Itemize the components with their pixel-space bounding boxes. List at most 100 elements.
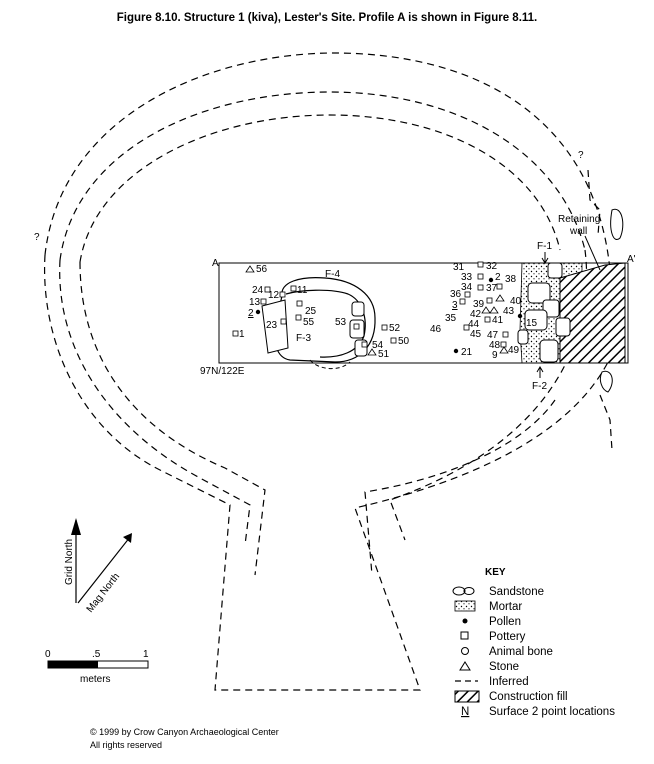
point-label: 48 (489, 340, 501, 351)
key-label-sandstone: Sandstone (489, 586, 544, 598)
point-label: 23 (266, 320, 278, 331)
key-label-animal-bone: Animal bone (489, 646, 553, 658)
pottery-marker (496, 283, 503, 290)
scale-unit-label: meters (80, 674, 111, 685)
point-label: 37 (486, 283, 498, 294)
mag-north-label: Mag North (85, 571, 122, 615)
point-label: 1 (239, 329, 245, 340)
sandstone-blocks (517, 262, 571, 363)
point-label: 50 (398, 336, 410, 347)
inner-wall-ring (79, 114, 561, 263)
pollen-marker (517, 313, 523, 319)
inner-wall-ring-right (364, 399, 556, 576)
middle-wall-ring-lower (59, 259, 251, 546)
pottery-marker (264, 286, 271, 293)
point-label: 46 (430, 324, 442, 335)
outer-wall-ring (44, 52, 611, 271)
point-label: 49 (508, 345, 520, 356)
legend-key: KEY Sandstone Mortar Pollen Pottery Anim… (452, 567, 615, 718)
point-label: 52 (389, 323, 401, 334)
point-label: 35 (445, 313, 457, 324)
pottery-marker (290, 285, 297, 292)
point-label: 31 (453, 262, 465, 273)
feature-f1-label: F-1 (537, 241, 552, 252)
mortar-symbol (454, 600, 476, 612)
pottery-marker (279, 291, 286, 298)
pottery-marker (502, 331, 509, 338)
feature-f2-label: F-2 (532, 381, 547, 392)
retaining-wall-leader (584, 235, 601, 271)
point-label: 2 (495, 272, 501, 283)
construction-fill-symbol (454, 690, 480, 703)
key-label-stone: Stone (489, 661, 519, 673)
point-label: 12 (268, 290, 280, 301)
stone-marker (499, 346, 509, 354)
right-wall-stones (599, 208, 624, 393)
grid-corner-label: 97N/122E (200, 366, 245, 377)
pollen-marker (255, 309, 261, 315)
pottery-marker (390, 337, 397, 344)
point-label: 21 (461, 347, 473, 358)
point-label: 45 (470, 329, 482, 340)
point-label: 51 (378, 349, 390, 360)
point-label: 38 (505, 274, 517, 285)
key-label-mortar: Mortar (489, 601, 522, 613)
point-label: 9 (492, 350, 498, 361)
pottery-marker (500, 341, 507, 348)
pottery-marker (486, 297, 493, 304)
key-label-inferred: Inferred (489, 676, 529, 688)
pottery-marker (280, 318, 287, 325)
inferred-right-wall (587, 169, 601, 236)
point-label: 32 (486, 261, 498, 272)
middle-wall-ring-right (389, 249, 588, 541)
profile-a-label: A (212, 258, 219, 269)
retaining-wall-label-line2: wall (569, 226, 587, 237)
north-arrows: Grid North Mag North (64, 518, 132, 615)
stone-marker (481, 306, 491, 314)
scale-bar: 0 .5 1 meters (45, 649, 149, 685)
stone-symbol (459, 661, 471, 671)
key-label-pottery: Pottery (489, 631, 526, 643)
point-label: 43 (503, 306, 515, 317)
pollen-marker (453, 348, 459, 354)
retaining-wall-label-line1: Retaining (558, 214, 600, 225)
figure-title: Figure 8.10. Structure 1 (kiva), Lester'… (116, 12, 538, 24)
unknown-extent-left: ? (34, 232, 40, 243)
mag-north-arrow (77, 536, 131, 604)
scale-tick-0: 0 (45, 649, 51, 660)
point-label: 44 (468, 319, 480, 330)
pottery-marker (295, 314, 302, 321)
point-label: 11 (297, 285, 308, 296)
pottery-marker (353, 323, 360, 330)
pottery-symbol (460, 631, 469, 640)
pottery-marker (477, 273, 484, 280)
outer-wall-ring-lower (43, 254, 626, 691)
animal-bone-symbol (461, 647, 469, 655)
pottery-marker (232, 330, 239, 337)
point-label: 56 (256, 264, 268, 275)
profile-a-prime-label: A' (627, 254, 636, 265)
grid-north-label: Grid North (64, 539, 75, 585)
stone-marker (489, 306, 499, 314)
point-label: 53 (335, 317, 347, 328)
point-label: 39 (473, 299, 485, 310)
point-label: 3 (452, 300, 458, 311)
surface-2-symbol: N (461, 706, 469, 718)
key-label-construction-fill: Construction fill (489, 691, 568, 703)
pollen-symbol (462, 618, 468, 624)
point-label: 2 (248, 308, 254, 319)
feature-f4-label: F-4 (325, 269, 340, 280)
excavation-unit (218, 262, 629, 364)
point-label: 13 (249, 297, 261, 308)
construction-fill-area (559, 262, 626, 364)
stone-marker (495, 294, 505, 302)
point-label: 55 (303, 317, 315, 328)
pottery-marker (463, 324, 470, 331)
unknown-extent-right: ? (578, 150, 584, 161)
inferred-kiva-walls (43, 52, 626, 691)
pottery-marker (260, 298, 267, 305)
point-label: 41 (492, 315, 504, 326)
copyright-line: © 1999 by Crow Canyon Archaeological Cen… (90, 727, 279, 737)
pottery-marker (381, 324, 388, 331)
key-label-pollen: Pollen (489, 616, 521, 628)
